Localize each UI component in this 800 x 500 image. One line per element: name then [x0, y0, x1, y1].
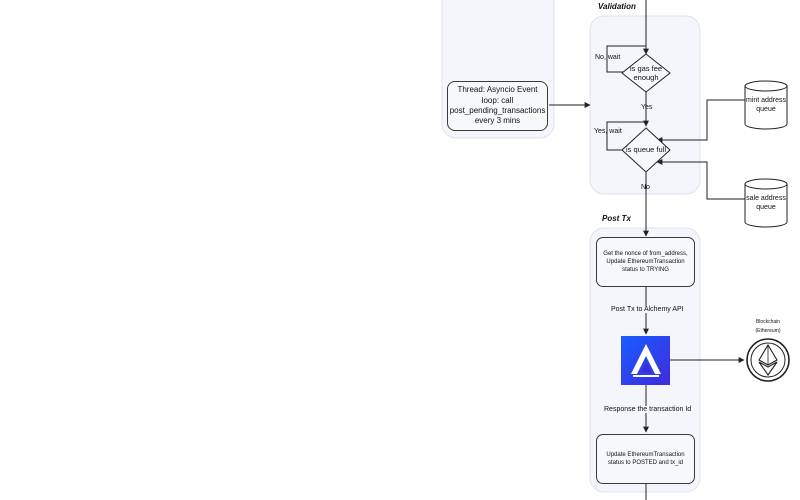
edge-no-wait-loop [606, 45, 646, 73]
asyncio-thread-box: Thread: Asyncio Event loop: call post_pe… [447, 81, 548, 131]
blockchain-title: Blockchain [755, 319, 781, 325]
sale-queue-label: sale address queue [746, 195, 786, 212]
posted-update-box: Update EthereumTransaction status to POS… [596, 434, 695, 484]
queue-full-decision-label: is queue full [625, 145, 667, 155]
sale-queue-cylinder [744, 178, 788, 228]
gas-fee-decision-label: is gas fee enough [629, 63, 663, 82]
ethereum-icon [746, 338, 790, 382]
edge-label-no: No [641, 184, 650, 191]
queue-full-decision-shape [621, 127, 671, 173]
edge-mint-queue-to-decision [656, 99, 745, 143]
blockchain-subtitle: (Ethereum) [755, 328, 781, 334]
validation-section-title: Validation [598, 2, 636, 11]
gas-fee-decision-shape [621, 53, 671, 93]
mint-queue-cylinder [744, 80, 788, 130]
nonce-update-box: Get the nonce of from_address, Update Et… [596, 237, 695, 287]
edge-label-yes: Yes [641, 104, 653, 111]
edge-label-post-tx-alchemy: Post Tx to Alchemy API [611, 306, 684, 313]
mint-queue-label: mint address queue [745, 97, 787, 114]
edge-yes-wait-loop [606, 121, 646, 151]
alchemy-logo-icon [621, 336, 670, 385]
edge-sale-queue-to-decision [656, 159, 745, 200]
edge-label-yes-wait: Yes, wait [594, 128, 622, 135]
edge-label-response: Response the transaction Id [604, 406, 692, 413]
post-tx-section-title: Post Tx [602, 214, 631, 223]
edge-label-no-wait: No, wait [595, 54, 621, 61]
